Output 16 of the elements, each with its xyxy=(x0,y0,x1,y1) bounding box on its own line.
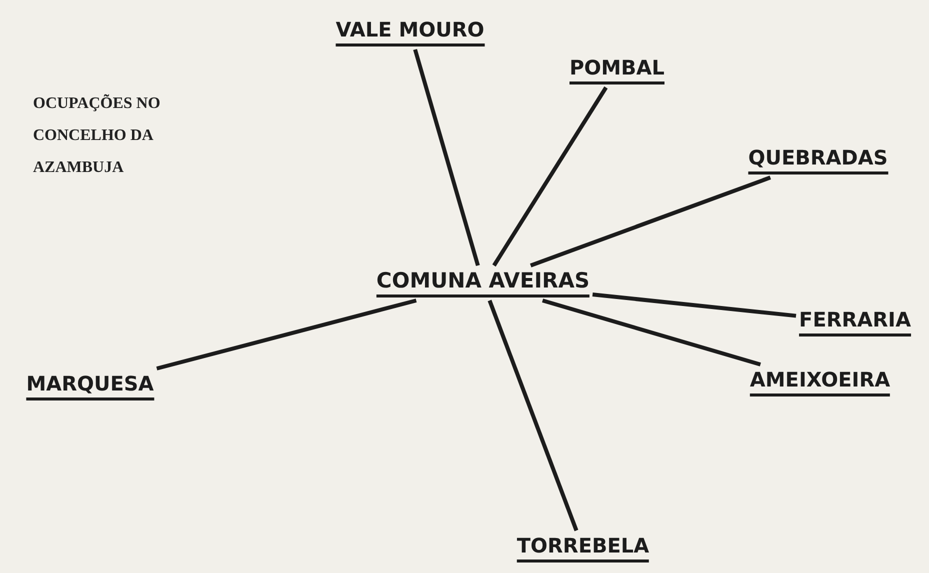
connector-line xyxy=(530,176,772,268)
place-label: QUEBRADAS xyxy=(748,146,888,174)
connector-line xyxy=(492,86,608,267)
connector-line xyxy=(542,298,761,366)
place-label: VALE MOURO xyxy=(336,18,484,46)
connector-line xyxy=(488,300,578,532)
place-label: MARQUESA xyxy=(26,372,154,400)
place-label: COMUNA AVEIRAS xyxy=(376,268,590,298)
connector-line xyxy=(413,48,480,266)
connector-line xyxy=(592,292,796,318)
connector-line xyxy=(156,298,417,370)
place-label: TORREBELA xyxy=(516,534,650,562)
place-label: POMBAL xyxy=(569,56,665,84)
place-label: AMEIXOEIRA xyxy=(750,368,890,396)
diagram-title: OCUPAÇÕES NO CONCELHO DA AZAMBUJA xyxy=(33,93,162,178)
place-label: FERRARIA xyxy=(799,308,911,336)
